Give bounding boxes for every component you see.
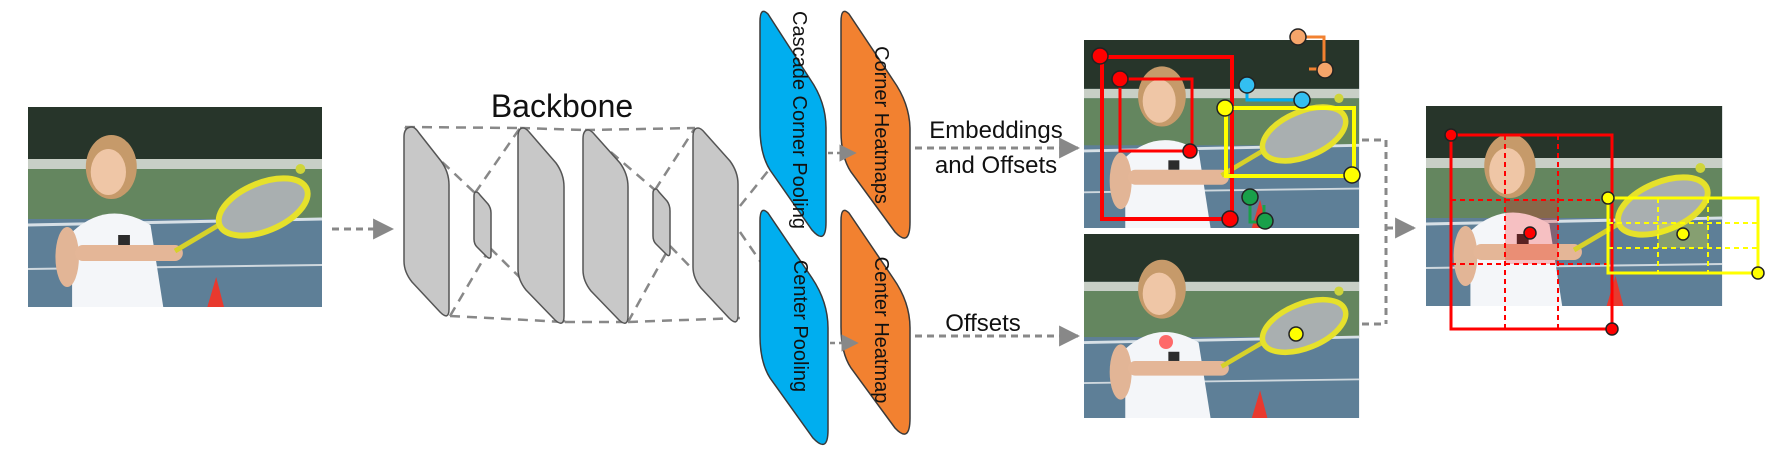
- final-dot-yellow-tl: [1601, 191, 1615, 205]
- corner-dot-green-1: [1241, 188, 1259, 206]
- corner-dot-red-1: [1091, 47, 1109, 65]
- person-final-box: [1449, 133, 1614, 331]
- svg-text:Corner Heatmaps: Corner Heatmaps: [870, 46, 892, 204]
- backbone-network: [403, 125, 782, 324]
- final-dot-red-center: [1523, 226, 1537, 240]
- embeddings-label-line1: Embeddings: [929, 117, 1062, 144]
- corner-heatmaps-block: Corner Heatmaps: [840, 10, 911, 239]
- corner-dot-green-2: [1256, 212, 1274, 230]
- center-heatmap-block: Center Heatmap: [840, 209, 911, 435]
- corner-dot-yellow-2: [1343, 166, 1361, 184]
- final-dot-red-tl: [1444, 128, 1458, 142]
- backbone-layer-6: [692, 127, 739, 323]
- corner-dot-red-3: [1182, 143, 1198, 159]
- corner-dot-red-2: [1111, 70, 1129, 88]
- svg-text:Center Heatmap: Center Heatmap: [870, 257, 892, 404]
- merge-connector: [1362, 138, 1388, 326]
- svg-text:Center Pooling: Center Pooling: [789, 260, 811, 392]
- person-inner-box: [1118, 77, 1194, 153]
- center-keypoint-red: [1159, 335, 1173, 349]
- backbone-title: Backbone: [491, 88, 633, 124]
- backbone-layer-3: [517, 127, 565, 324]
- corner-dot-red-4: [1221, 210, 1239, 228]
- backbone-layer-5: [652, 188, 671, 257]
- racket-corner-box: [1224, 106, 1356, 178]
- cascade-corner-pooling-label: Cascade Corner Pooling: [788, 11, 810, 229]
- center-keypoint-yellow: [1288, 326, 1304, 342]
- embeddings-label-line2: and Offsets: [935, 152, 1057, 179]
- final-dot-yellow-br: [1751, 266, 1765, 280]
- person-corner-box: [1100, 55, 1234, 221]
- corner-dot-blue-1: [1238, 76, 1256, 94]
- final-dot-red-br: [1605, 322, 1619, 336]
- cascade-corner-pooling-block: Cascade Corner Pooling: [759, 10, 827, 238]
- offsets-label: Offsets: [945, 310, 1021, 337]
- backbone-layer-1: [403, 126, 450, 317]
- center-output-image: [1084, 234, 1359, 418]
- corner-dot-blue-2: [1293, 91, 1311, 109]
- center-pooling-label: Center Pooling: [789, 260, 811, 392]
- svg-text:Cascade Corner Pooling: Cascade Corner Pooling: [788, 11, 810, 229]
- center-pooling-block: Center Pooling: [759, 209, 829, 446]
- racket-final-box: [1606, 196, 1760, 275]
- final-dot-yellow-center: [1676, 227, 1690, 241]
- corner-output-image: [1084, 28, 1361, 230]
- corner-dot-orange-2: [1316, 61, 1334, 79]
- backbone-layer-4: [582, 129, 629, 324]
- final-output-image: [1426, 106, 1765, 336]
- backbone-layer-2: [473, 191, 492, 259]
- corner-heatmaps-label: Corner Heatmaps: [870, 46, 892, 204]
- center-heatmap-label: Center Heatmap: [870, 257, 892, 404]
- corner-dot-orange-1: [1289, 28, 1307, 46]
- input-image: [28, 107, 322, 307]
- corner-dot-yellow-1: [1216, 99, 1234, 117]
